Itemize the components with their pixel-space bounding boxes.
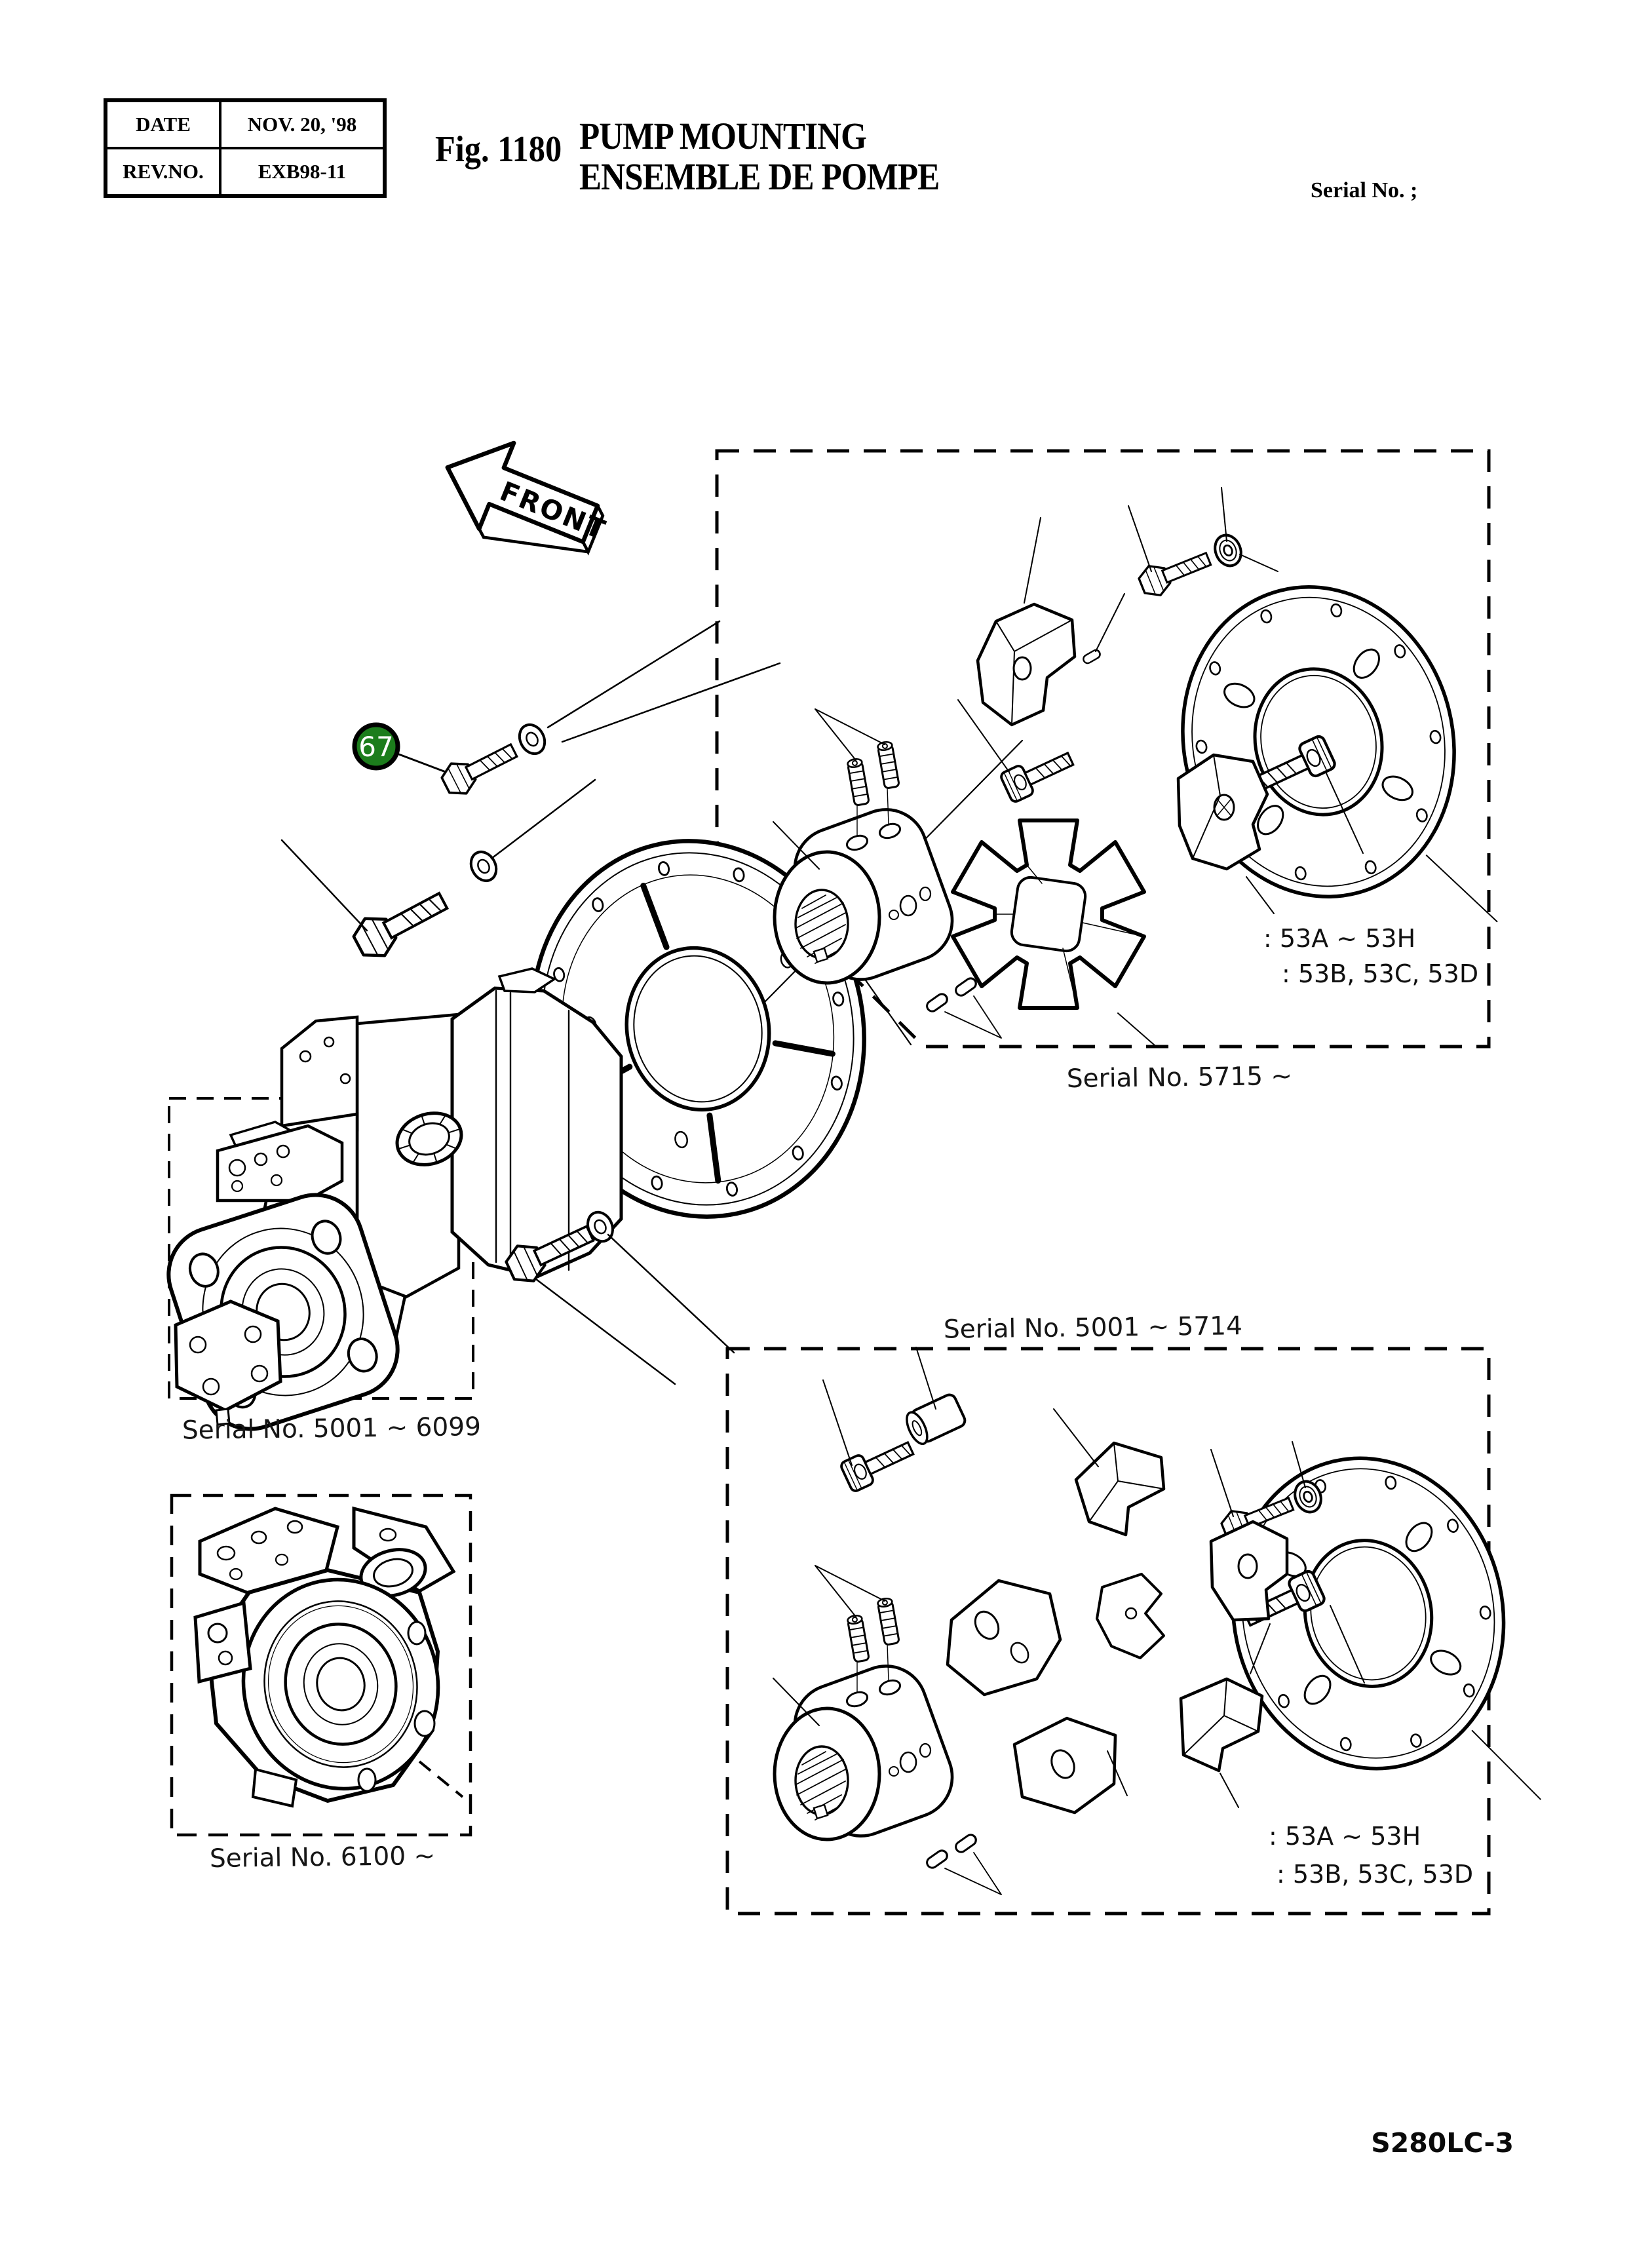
upper-coupling-group: [773, 487, 1501, 1046]
serial-note: Serial No. ;: [1311, 178, 1418, 202]
lower-coupling-group: [773, 1347, 1545, 1895]
pump-closeup-sketch: [193, 1506, 464, 1808]
revno-value: EXB98-11: [219, 147, 386, 197]
part-67-number: 67: [358, 731, 393, 763]
date-value: NOV. 20, '98: [219, 99, 386, 149]
table-row: DATE NOV. 20, '98: [104, 99, 386, 149]
lower-box-label-2: : 53B, 53C, 53D: [1277, 1860, 1474, 1889]
pump-box-caption: Serial No. 5001 ~ 6099: [182, 1412, 482, 1446]
pump-body: [166, 967, 623, 1431]
model-code: S280LC-3: [1371, 2127, 1514, 2159]
lower-box-label-1: : 53A ~ 53H: [1269, 1822, 1421, 1851]
lower-box-caption: Serial No. 5001 ~ 5714: [943, 1311, 1243, 1345]
pump-mount-bolts: [280, 779, 735, 1385]
closeup-box-caption: Serial No. 6100 ~: [209, 1841, 436, 1874]
page-title-en: PUMP MOUNTING: [579, 115, 867, 157]
revno-label: REV.NO.: [104, 147, 221, 197]
upper-box-label-2: : 53B, 53C, 53D: [1282, 959, 1479, 988]
closeup-serial-box-border: [170, 1493, 472, 1837]
upper-box-label-1: : 53A ~ 53H: [1263, 924, 1416, 953]
date-label: DATE: [104, 99, 221, 149]
front-arrow: FRONT: [445, 440, 611, 556]
part-67-badge: [352, 722, 400, 771]
figure-number: Fig. 1180: [435, 129, 562, 170]
upper-box-caption: Serial No. 5715 ~: [1066, 1061, 1293, 1094]
part-67-callout: 67: [352, 620, 781, 801]
page-title-fr: ENSEMBLE DE POMPE: [579, 155, 940, 198]
revision-table: DATE NOV. 20, '98 REV.NO. EXB98-11: [104, 98, 387, 198]
table-row: REV.NO. EXB98-11: [104, 147, 386, 197]
